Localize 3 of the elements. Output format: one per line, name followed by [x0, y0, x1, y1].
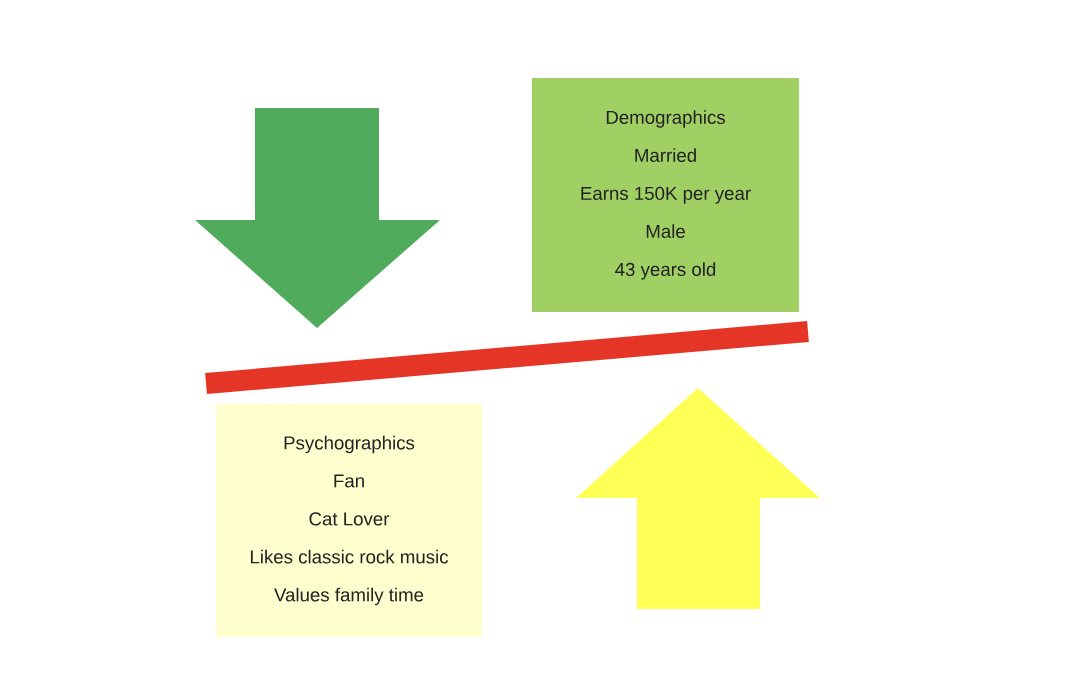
info-box: Psychographics Fan Cat Lover Likes classic rock music Values family time — [216, 404, 482, 637]
seesaw-beam — [205, 321, 809, 394]
info-box: Demographics Married Earns 150K per year Male 43 years old — [532, 78, 799, 312]
